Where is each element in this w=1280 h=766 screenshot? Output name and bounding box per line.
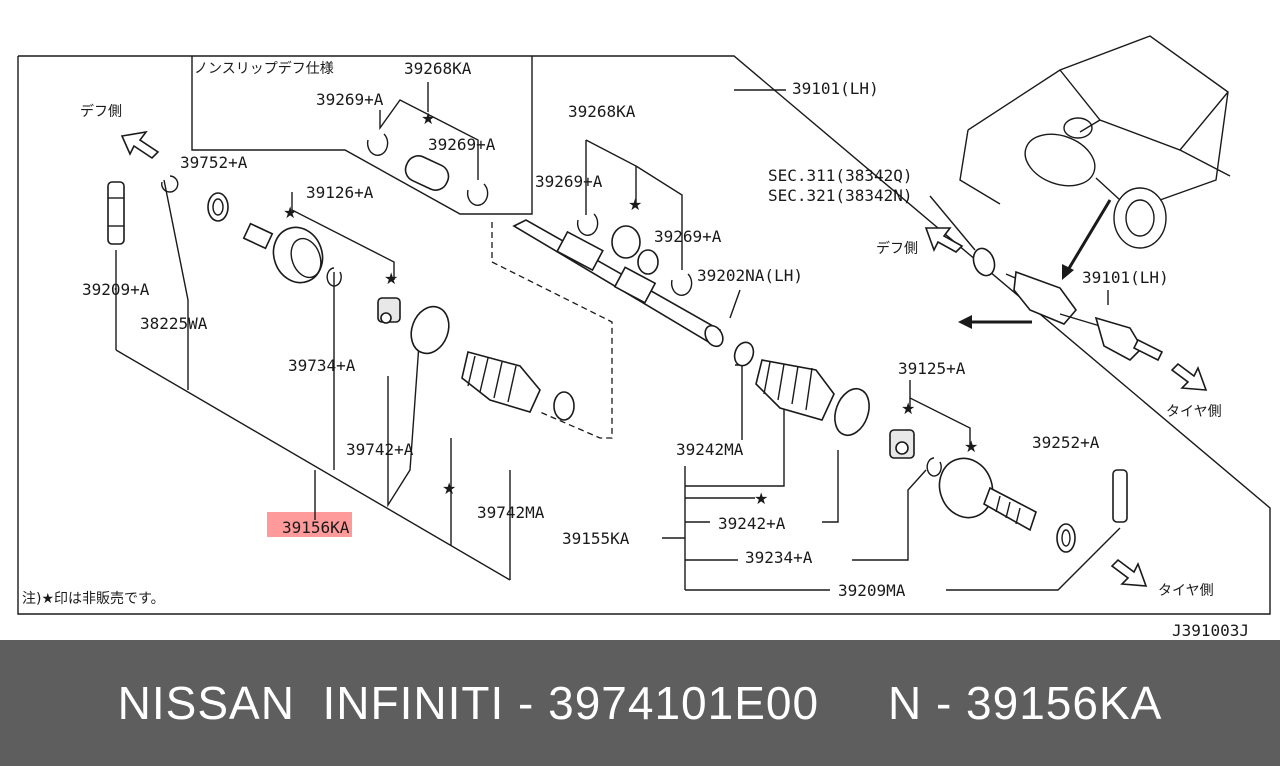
star-markers: ★ ★ ★ ★ ★ ★ ★ ★ [283, 109, 978, 508]
svg-text:★: ★ [384, 269, 398, 288]
part-shaft-39202NA [512, 219, 724, 348]
def-side-label-left: デフ側 [80, 103, 122, 120]
label-39269A-right: 39269+A [428, 135, 496, 154]
label-39742A: 39742+A [346, 440, 414, 459]
direction-arrow-def-right [924, 227, 964, 253]
direction-arrow-tire-top [1170, 362, 1208, 391]
part-39269A-mid-right [670, 273, 693, 296]
part-39268KA-box [404, 155, 450, 191]
part-outer-joint-right [938, 457, 1037, 532]
part-sec-ring [972, 247, 996, 277]
parts-diagram: ノンスリップデフ仕様 39268KA 39269+A 39269+A デフ側 3… [17, 35, 1271, 640]
label-39209MA: 39209MA [838, 581, 906, 600]
part-tripod-right [889, 429, 915, 459]
part-39742A [410, 305, 450, 355]
leader-lines [115, 82, 1121, 591]
part-outer-joint-left [242, 222, 324, 284]
note-text: 注)★印は非販売です。 [22, 591, 165, 607]
svg-text:★: ★ [421, 109, 435, 128]
label-39269A-left: 39269+A [316, 90, 384, 109]
tire-side-label-bottom: タイヤ側 [1158, 583, 1214, 599]
label-39156KA: 39156KA [282, 518, 350, 537]
part-boot-left [461, 351, 541, 413]
tire-side-label-top: タイヤ側 [1166, 404, 1222, 420]
label-38225WA: 38225WA [140, 314, 208, 333]
label-39126A: 39126+A [306, 183, 374, 202]
label-39242MA: 39242MA [676, 440, 744, 459]
svg-text:★: ★ [283, 203, 297, 222]
label-sec321: SEC.321(38342N) [768, 186, 913, 205]
part-39269A-box-right [466, 183, 489, 206]
svg-text:★: ★ [964, 437, 978, 456]
part-39242MA [733, 341, 755, 367]
label-39101-right: 39101(LH) [1082, 268, 1169, 287]
part-39269A-mid-left [576, 213, 599, 236]
part-boot-right [755, 359, 835, 421]
label-39268KA-mid: 39268KA [568, 102, 636, 121]
part-39752A [207, 192, 229, 222]
def-side-label-right: デフ側 [876, 240, 918, 257]
part-number-title: NISSAN INFINITI - 3974101E00 N - 39156KA [117, 677, 1163, 729]
label-39269A-mid-right: 39269+A [654, 227, 722, 246]
diagram-code: J391003J [1172, 621, 1249, 640]
part-39234A [926, 457, 942, 477]
pointer-arrow-down [1062, 199, 1112, 280]
part-39742MA [553, 391, 575, 421]
label-39742MA: 39742MA [477, 503, 545, 522]
label-sec311: SEC.311(38342Q) [768, 166, 913, 185]
footer-bar: NISSAN INFINITI - 3974101E00 N - 39156KA [0, 640, 1280, 766]
label-39252A: 39252+A [1032, 433, 1100, 452]
svg-text:★: ★ [442, 479, 456, 498]
part-39252A [1056, 523, 1076, 553]
label-39752A: 39752+A [180, 153, 248, 172]
label-39202NA: 39202NA(LH) [697, 266, 803, 285]
label-39155KA: 39155KA [562, 529, 630, 548]
label-39125A: 39125+A [898, 359, 966, 378]
label-39242A: 39242+A [718, 514, 786, 533]
target-part-highlight [267, 512, 352, 537]
label-39101-top: 39101(LH) [792, 79, 879, 98]
part-39209A [107, 181, 125, 245]
label-39269A-mid-left: 39269+A [535, 172, 603, 191]
part-tripod-left [377, 297, 401, 324]
vehicle-sketch [959, 35, 1231, 249]
label-39734A: 39734+A [288, 356, 356, 375]
pointer-arrow-left [958, 315, 1032, 329]
label-39234A: 39234+A [745, 548, 813, 567]
nonslip-spec-label: ノンスリップデフ仕様 [194, 60, 334, 77]
part-39242A [834, 387, 870, 437]
diagram-frame [17, 55, 1271, 615]
part-38225WA [161, 175, 179, 193]
part-assembly-39101 [1005, 270, 1164, 362]
svg-text:★: ★ [628, 195, 642, 214]
label-39268KA-top: 39268KA [404, 59, 472, 78]
direction-arrow-def-left [120, 130, 160, 160]
part-39734A [326, 267, 342, 287]
svg-text:★: ★ [754, 489, 768, 508]
nonslip-box [191, 56, 533, 215]
part-39268KA-mid [611, 225, 659, 275]
part-39269A-box-left [366, 133, 389, 156]
part-39209MA [1112, 469, 1128, 523]
direction-arrow-tire-bottom [1110, 558, 1148, 587]
svg-text:★: ★ [901, 399, 915, 418]
dashed-guide [491, 222, 613, 439]
